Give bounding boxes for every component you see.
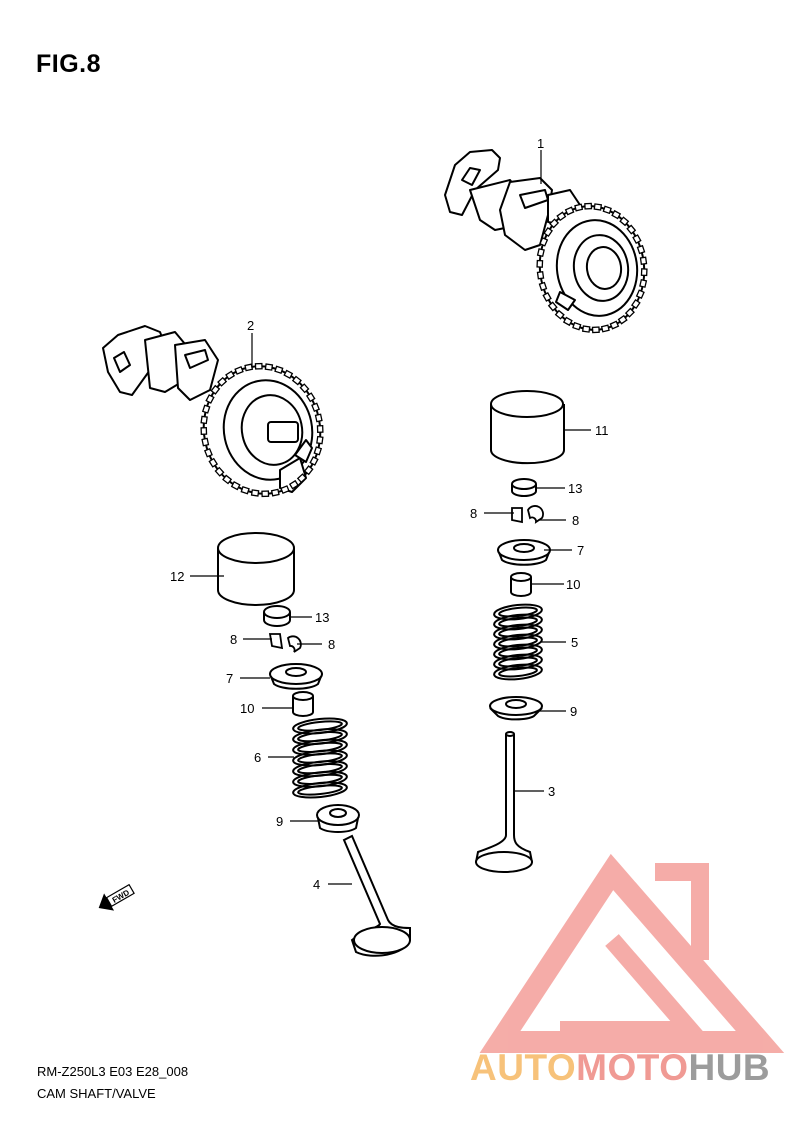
oil-seal-left bbox=[292, 691, 314, 717]
spring-retainer-right bbox=[497, 539, 551, 566]
section-name: CAM SHAFT/VALVE bbox=[37, 1086, 156, 1101]
oil-seal-right bbox=[510, 572, 532, 597]
callout-numbers: 1 2 3 4 5 6 7 7 8 8 8 8 9 9 10 10 11 12 … bbox=[170, 136, 609, 892]
camshaft-exhaust-gear-teeth bbox=[536, 202, 648, 334]
leader-lines bbox=[190, 150, 591, 885]
valve-spring-right bbox=[493, 603, 543, 681]
watermark-auto: AUTO bbox=[470, 1047, 577, 1088]
fwd-arrow-icon: FWD bbox=[98, 883, 135, 911]
callout-10-right: 10 bbox=[566, 577, 580, 592]
callout-2: 2 bbox=[247, 318, 254, 333]
model-code: RM-Z250L3 E03 E28_008 bbox=[37, 1064, 189, 1079]
callout-5: 5 bbox=[571, 635, 578, 650]
cotter-right bbox=[511, 505, 544, 524]
callout-13-left: 13 bbox=[315, 610, 329, 625]
callout-8-right-b: 8 bbox=[572, 513, 579, 528]
callout-12: 12 bbox=[170, 569, 184, 584]
callout-1: 1 bbox=[537, 136, 544, 151]
valve-spring-left bbox=[292, 717, 348, 799]
watermark-logo-triangle bbox=[479, 853, 785, 1053]
camshaft-exhaust bbox=[444, 149, 646, 331]
callout-3: 3 bbox=[548, 784, 555, 799]
shim-left bbox=[263, 605, 291, 627]
callout-8-right-a: 8 bbox=[470, 506, 477, 521]
callout-8-left-b: 8 bbox=[328, 637, 335, 652]
spring-seat-right bbox=[489, 696, 543, 721]
callout-13-right: 13 bbox=[568, 481, 582, 496]
valve-left bbox=[342, 834, 411, 957]
callout-7-right: 7 bbox=[577, 543, 584, 558]
callout-7-left: 7 bbox=[226, 671, 233, 686]
callout-6: 6 bbox=[254, 750, 261, 765]
watermark-hub: HUB bbox=[688, 1047, 771, 1088]
callout-4: 4 bbox=[313, 877, 320, 892]
camshaft-intake bbox=[102, 325, 322, 495]
spring-retainer-left bbox=[269, 663, 323, 690]
tappet-right bbox=[490, 390, 565, 465]
callout-8-left-a: 8 bbox=[230, 632, 237, 647]
cotter-left bbox=[268, 633, 302, 653]
callout-9-right: 9 bbox=[570, 704, 577, 719]
watermark-moto: MOTO bbox=[576, 1047, 689, 1088]
callout-10-left: 10 bbox=[240, 701, 254, 716]
callout-11: 11 bbox=[595, 423, 609, 438]
valve-right bbox=[474, 731, 534, 873]
tappet-left bbox=[217, 532, 295, 606]
shim-right bbox=[511, 478, 537, 497]
callout-9-left: 9 bbox=[276, 814, 283, 829]
watermark-text: AUTOMOTOHUB bbox=[470, 1048, 770, 1088]
camshaft-intake-gear-teeth bbox=[200, 362, 324, 498]
spring-seat-left bbox=[316, 804, 360, 833]
fig-title: FIG.8 bbox=[36, 50, 102, 78]
